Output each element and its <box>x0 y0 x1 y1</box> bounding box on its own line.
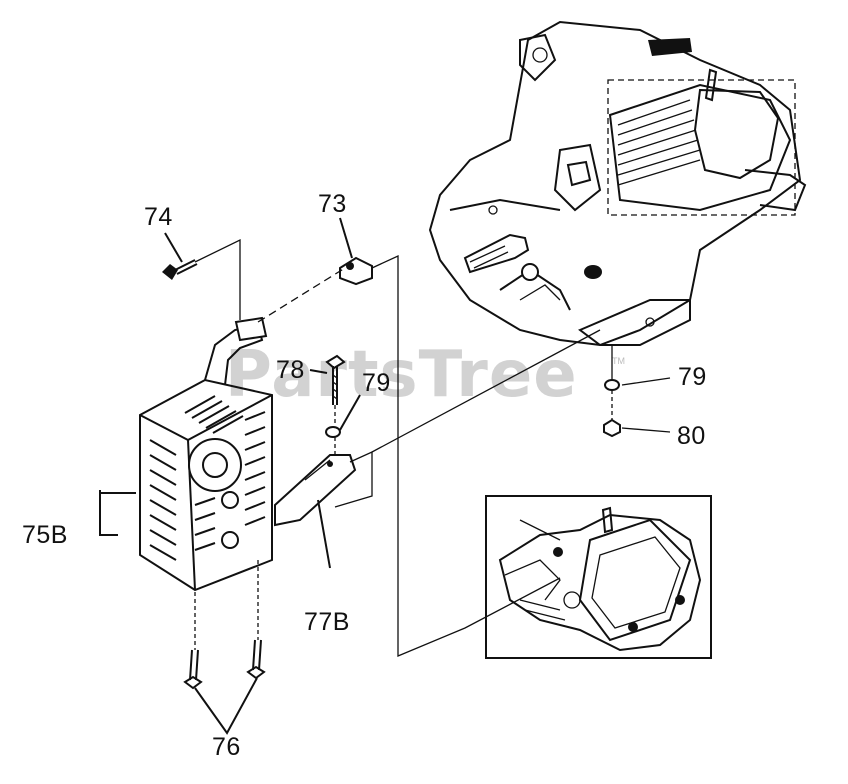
bracket-77b <box>274 454 357 527</box>
watermark-trademark: TM <box>612 356 625 366</box>
muffler-75b <box>139 316 273 592</box>
callout-77b: 77B <box>304 608 350 636</box>
clamp-73 <box>339 256 373 286</box>
engine-assembly <box>428 20 807 347</box>
callout-79-left: 79 <box>362 369 391 397</box>
callout-78: 78 <box>276 356 305 384</box>
nut-80 <box>603 418 621 438</box>
callout-74: 74 <box>144 203 173 231</box>
callout-75b: 75B <box>22 521 68 549</box>
watermark-text: PartsTree <box>225 338 578 412</box>
assembly-lines <box>194 238 613 657</box>
washer-79-left <box>325 426 341 438</box>
detail-inset <box>485 495 712 659</box>
callout-80: 80 <box>677 422 706 450</box>
bolt-78 <box>325 354 346 405</box>
washer-79-right <box>604 379 620 391</box>
screws-76 <box>183 639 266 690</box>
screw-74 <box>162 259 198 280</box>
callout-73: 73 <box>318 190 347 218</box>
leader-lines <box>99 217 671 735</box>
callout-76: 76 <box>212 733 241 761</box>
callout-79-right: 79 <box>678 363 707 391</box>
